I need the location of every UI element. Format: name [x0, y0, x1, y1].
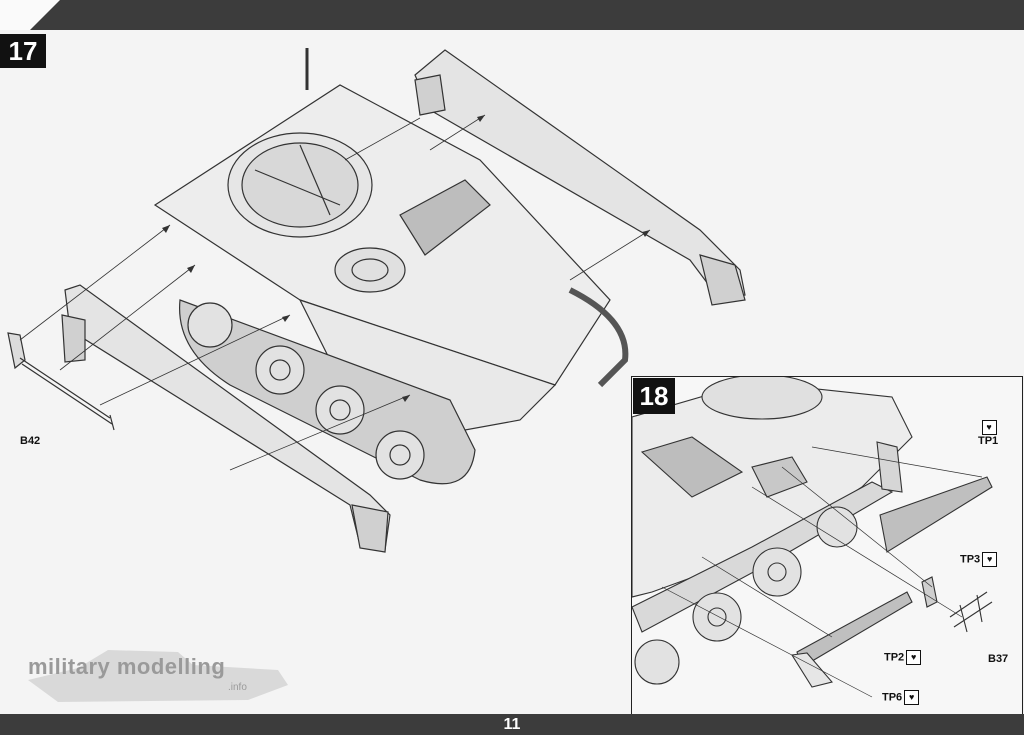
step-18-badge: 18	[633, 378, 675, 414]
part-label-b42: B42	[20, 435, 41, 447]
watermark-text: military modelling	[28, 654, 226, 679]
watermark-subtext: .info	[228, 682, 247, 693]
page-number: 11	[503, 716, 521, 733]
photo-etch-icon: ♥	[906, 650, 922, 665]
step-17-badge: 17	[0, 34, 46, 68]
photo-etch-icon: ♥	[982, 552, 998, 567]
part-label-b37: B37	[988, 653, 1009, 665]
part-label-tp3-text: TP3	[960, 553, 981, 566]
part-label-tp3: TP3♥	[960, 552, 998, 567]
part-label-tp1: ♥ TP1	[978, 420, 998, 447]
step-18-panel	[631, 376, 1023, 715]
watermark-tank-silhouette	[28, 650, 288, 702]
part-label-tp1-text: TP1	[978, 435, 999, 447]
part-label-tp6: TP6♥	[882, 690, 920, 705]
photo-etch-icon: ♥	[904, 690, 920, 705]
photo-etch-icon: ♥	[981, 420, 997, 435]
top-banner	[0, 0, 1024, 30]
page-number-bar: 11	[0, 714, 1024, 735]
part-label-tp6-text: TP6	[882, 691, 903, 704]
part-label-tp2-text: TP2	[884, 651, 905, 664]
step-18-drawing	[632, 377, 993, 698]
part-label-tp2: TP2♥	[884, 650, 922, 665]
